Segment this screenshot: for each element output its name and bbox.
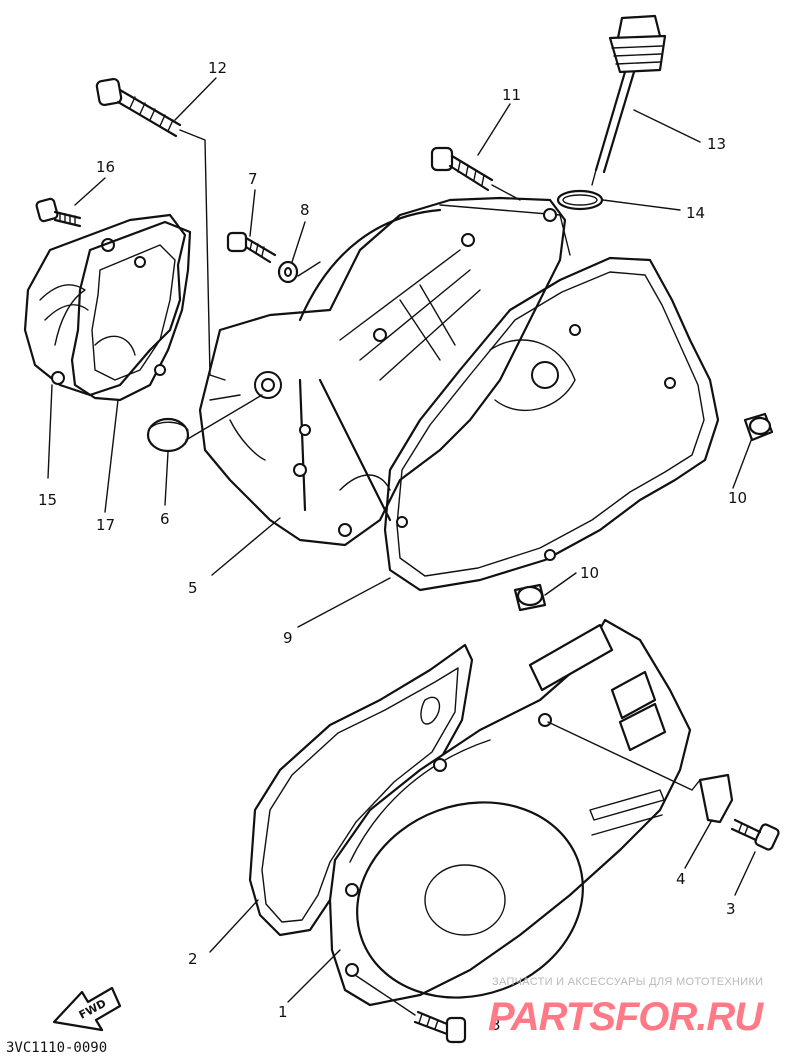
label-11: 11 — [502, 86, 521, 104]
label-15: 15 — [38, 491, 57, 509]
label-1: 1 — [278, 1003, 288, 1021]
pump-cover-part-15 — [23, 213, 187, 397]
label-13: 13 — [707, 135, 726, 153]
crankcase-gasket-part-9 — [383, 256, 720, 592]
clip-part-4 — [547, 721, 734, 824]
label-8: 8 — [300, 201, 310, 219]
label-3-bottom: 3 — [491, 1016, 501, 1034]
dowel-pin-part-10-upper — [743, 412, 774, 442]
label-10-upper: 10 — [728, 489, 747, 507]
dipstick-part-13 — [591, 14, 667, 186]
outer-cover-part-1 — [328, 618, 692, 1007]
label-12: 12 — [208, 59, 227, 77]
bolt-part-11 — [430, 146, 521, 201]
label-10-lower: 10 — [580, 564, 599, 582]
label-17: 17 — [96, 516, 115, 534]
part-labels: 12 7 8 16 11 13 14 15 17 6 5 9 10 10 4 3… — [38, 59, 747, 1034]
watermark: ЗАПЧАСТИ И АКСЕССУАРЫ ДЛЯ МОТОТЕХНИКИ PA… — [488, 976, 765, 1039]
watermark-tagline: ЗАПЧАСТИ И АКСЕССУАРЫ ДЛЯ МОТОТЕХНИКИ — [492, 976, 763, 988]
label-9: 9 — [283, 629, 293, 647]
dowel-pin-part-10-lower — [513, 583, 547, 612]
screw-part-3-right — [730, 818, 780, 851]
leader-lines — [47, 77, 756, 1003]
o-ring-part-14 — [556, 189, 604, 211]
bolt-part-12 — [95, 77, 226, 381]
bolt-part-7 — [226, 231, 277, 264]
label-14: 14 — [686, 204, 705, 222]
fwd-arrow: FWD — [52, 986, 122, 1032]
label-16: 16 — [96, 158, 115, 176]
washer-part-8 — [277, 260, 321, 284]
label-3-right: 3 — [726, 900, 736, 918]
bolt-part-16 — [35, 197, 82, 228]
pump-gasket-part-17 — [70, 220, 192, 402]
screw-part-3-bottom — [354, 974, 467, 1044]
label-7: 7 — [248, 170, 258, 188]
diagram-code: 3VC1110-0090 — [6, 1040, 107, 1056]
label-4: 4 — [676, 870, 686, 888]
plug-part-6 — [146, 394, 263, 453]
crankcase-cover-part-5 — [198, 196, 571, 547]
label-6: 6 — [160, 510, 170, 528]
watermark-logo-text: PARTSFOR.RU — [488, 995, 764, 1039]
label-2: 2 — [188, 950, 198, 968]
label-5: 5 — [188, 579, 198, 597]
